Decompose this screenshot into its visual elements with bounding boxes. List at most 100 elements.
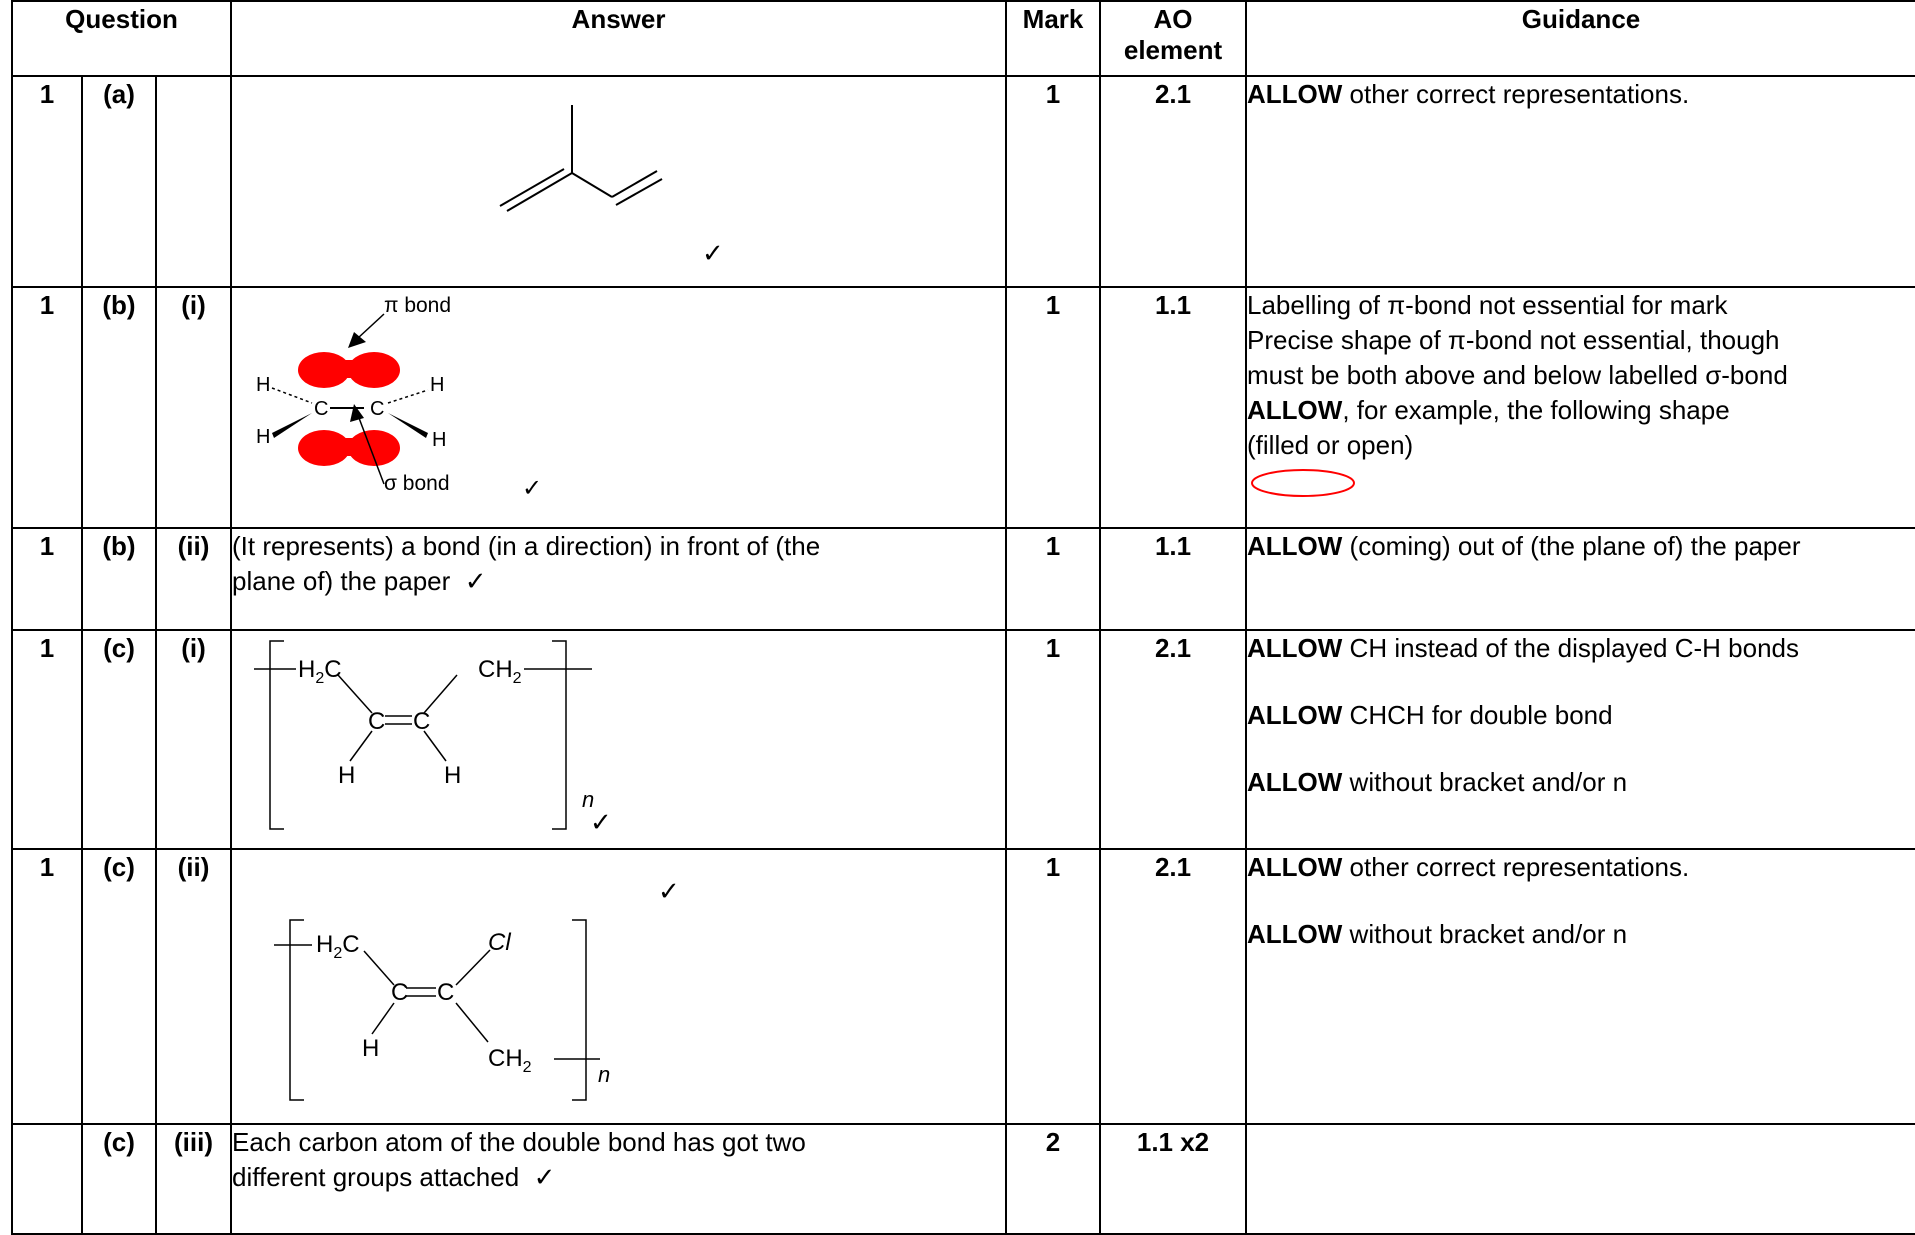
question-part: (c) (81, 848, 157, 1125)
ao-value: 1.1 (1099, 527, 1248, 631)
guidance-line: ALLOW CHCH for double bond (1247, 700, 1613, 730)
table-row: 1 (c) (ii) (11, 848, 1915, 1125)
guidance-line: ALLOW other correct representations. (1247, 79, 1690, 109)
header-question: Question (10, 0, 233, 77)
h2c-group: H2C (316, 931, 360, 962)
answer-tick: ✓ (522, 475, 542, 502)
answer-line: Each carbon atom of the double bond has … (232, 1127, 806, 1157)
ao-value: 2.1 (1099, 75, 1248, 288)
open-lobe-shape-example (1251, 469, 1356, 497)
question-part: (a) (81, 75, 157, 288)
guidance-line: ALLOW without bracket and/or n (1247, 919, 1628, 949)
ao-value: 2.1 (1099, 629, 1248, 850)
answer-cell: Each carbon atom of the double bond has … (230, 1123, 1008, 1235)
answer-cell: H2C CH2 C C H H n ✓ (230, 629, 1008, 850)
header-ao: AO element (1099, 0, 1248, 77)
guidance-line: ALLOW, for example, the following shape (1247, 395, 1730, 425)
sigma-bond-label: σ bond (384, 472, 450, 495)
question-part: (b) (81, 286, 157, 529)
mark-value: 1 (1005, 848, 1102, 1125)
question-subpart: (i) (154, 629, 233, 850)
guidance-line: ALLOW without bracket and/or n (1247, 767, 1628, 797)
answer-tick: ✓ (590, 807, 612, 837)
chloroprene-polymer-structure: H2C Cl C C H CH2 n ✓ (274, 876, 680, 1101)
h2c-group: H2C (298, 656, 342, 687)
guidance-line: ALLOW (coming) out of (the plane of) the… (1247, 531, 1801, 561)
question-number: 1 (11, 75, 83, 288)
mark-value: 1 (1005, 75, 1102, 288)
ao-value: 2.1 (1099, 848, 1248, 1125)
table-row: 1 (c) (i) H (11, 629, 1915, 850)
guidance-cell: ALLOW (coming) out of (the plane of) the… (1245, 527, 1915, 631)
header-row: Question Answer Mark AO element Guidance (10, 0, 1915, 77)
carbon-label: C (314, 398, 328, 420)
question-number (11, 1123, 83, 1235)
question-number: 1 (11, 527, 83, 631)
question-number: 1 (11, 286, 83, 529)
mark-value: 1 (1005, 527, 1102, 631)
ao-value: 1.1 x2 (1099, 1123, 1248, 1235)
guidance-cell (1245, 1123, 1915, 1235)
header-ao-line1: AO (1153, 4, 1193, 34)
hydrogen-label: H (444, 762, 461, 789)
question-number: 1 (11, 629, 83, 850)
header-answer: Answer (230, 0, 1008, 77)
answer-line: different groups attached ✓ (232, 1162, 556, 1192)
guidance-line: ALLOW CH instead of the displayed C-H bo… (1247, 633, 1800, 663)
answer-cell: H C C H H H π bond σ bond ✓ (230, 286, 1008, 529)
question-part: (c) (81, 1123, 157, 1235)
answer-cell: (It represents) a bond (in a direction) … (230, 527, 1008, 631)
mark-value: 2 (1005, 1123, 1102, 1235)
carbon-label: C (368, 708, 385, 735)
carbon-label: C (391, 979, 408, 1006)
guidance-line: (filled or open) (1247, 430, 1414, 460)
table-row: 1 (b) (i) (11, 286, 1915, 529)
header-guidance: Guidance (1245, 0, 1915, 77)
answer-tick: ✓ (658, 876, 680, 906)
answer-tick: ✓ (464, 566, 487, 596)
cis-polyisoprene-structure: H2C CH2 C C H H n ✓ (254, 640, 612, 837)
question-part: (c) (81, 629, 157, 850)
question-subpart (154, 75, 233, 288)
question-number: 1 (11, 848, 83, 1125)
pi-bond-diagram: H C C H H H π bond σ bond ✓ (256, 294, 542, 502)
guidance-cell: ALLOW CH instead of the displayed C-H bo… (1245, 629, 1915, 850)
guidance-cell: Labelling of π-bond not essential for ma… (1245, 286, 1915, 529)
ch2-group: CH2 (488, 1045, 532, 1076)
carbon-label: C (437, 979, 454, 1006)
table-row: 1 (b) (ii) (It represents) a bond (in a … (11, 527, 1915, 631)
isoprene-skeletal-structure: ✓ (499, 105, 724, 268)
ch2-group: CH2 (478, 656, 522, 687)
hydrogen-label: H (362, 1035, 379, 1062)
guidance-cell: ALLOW other correct representations. (1245, 75, 1915, 288)
hydrogen-label: H (430, 374, 444, 396)
guidance-line: Labelling of π-bond not essential for ma… (1247, 290, 1728, 320)
question-subpart: (ii) (154, 848, 233, 1125)
answer-cell: ✓ (230, 75, 1008, 288)
pi-orbital-lobes (298, 352, 401, 466)
hydrogen-label: H (432, 429, 446, 451)
header-mark: Mark (1005, 0, 1102, 77)
carbon-label: C (413, 708, 430, 735)
repeat-n: n (582, 787, 594, 812)
chlorine-label: Cl (488, 929, 511, 956)
mark-scheme-table: Question Answer Mark AO element Guidance… (10, 0, 1915, 1235)
guidance-line: must be both above and below labelled σ-… (1247, 360, 1788, 390)
table-row: (c) (iii) Each carbon atom of the double… (11, 1123, 1915, 1235)
answer-line: (It represents) a bond (in a direction) … (232, 531, 821, 561)
answer-tick: ✓ (702, 238, 724, 268)
table-row: 1 (a) ✓ 1 2.1 ALLOW other correct repres… (11, 75, 1915, 288)
hydrogen-label: H (338, 762, 355, 789)
carbon-label: C (370, 398, 384, 420)
answer-tick: ✓ (533, 1162, 556, 1192)
question-part: (b) (81, 527, 157, 631)
mark-value: 1 (1005, 286, 1102, 529)
hydrogen-label: H (256, 426, 270, 448)
answer-cell: H2C Cl C C H CH2 n ✓ (230, 848, 1008, 1125)
hydrogen-label: H (256, 374, 270, 396)
answer-line: plane of) the paper ✓ (232, 566, 487, 596)
question-subpart: (iii) (154, 1123, 233, 1235)
question-subpart: (i) (154, 286, 233, 529)
question-subpart: (ii) (154, 527, 233, 631)
guidance-line: Precise shape of π-bond not essential, t… (1247, 325, 1780, 355)
